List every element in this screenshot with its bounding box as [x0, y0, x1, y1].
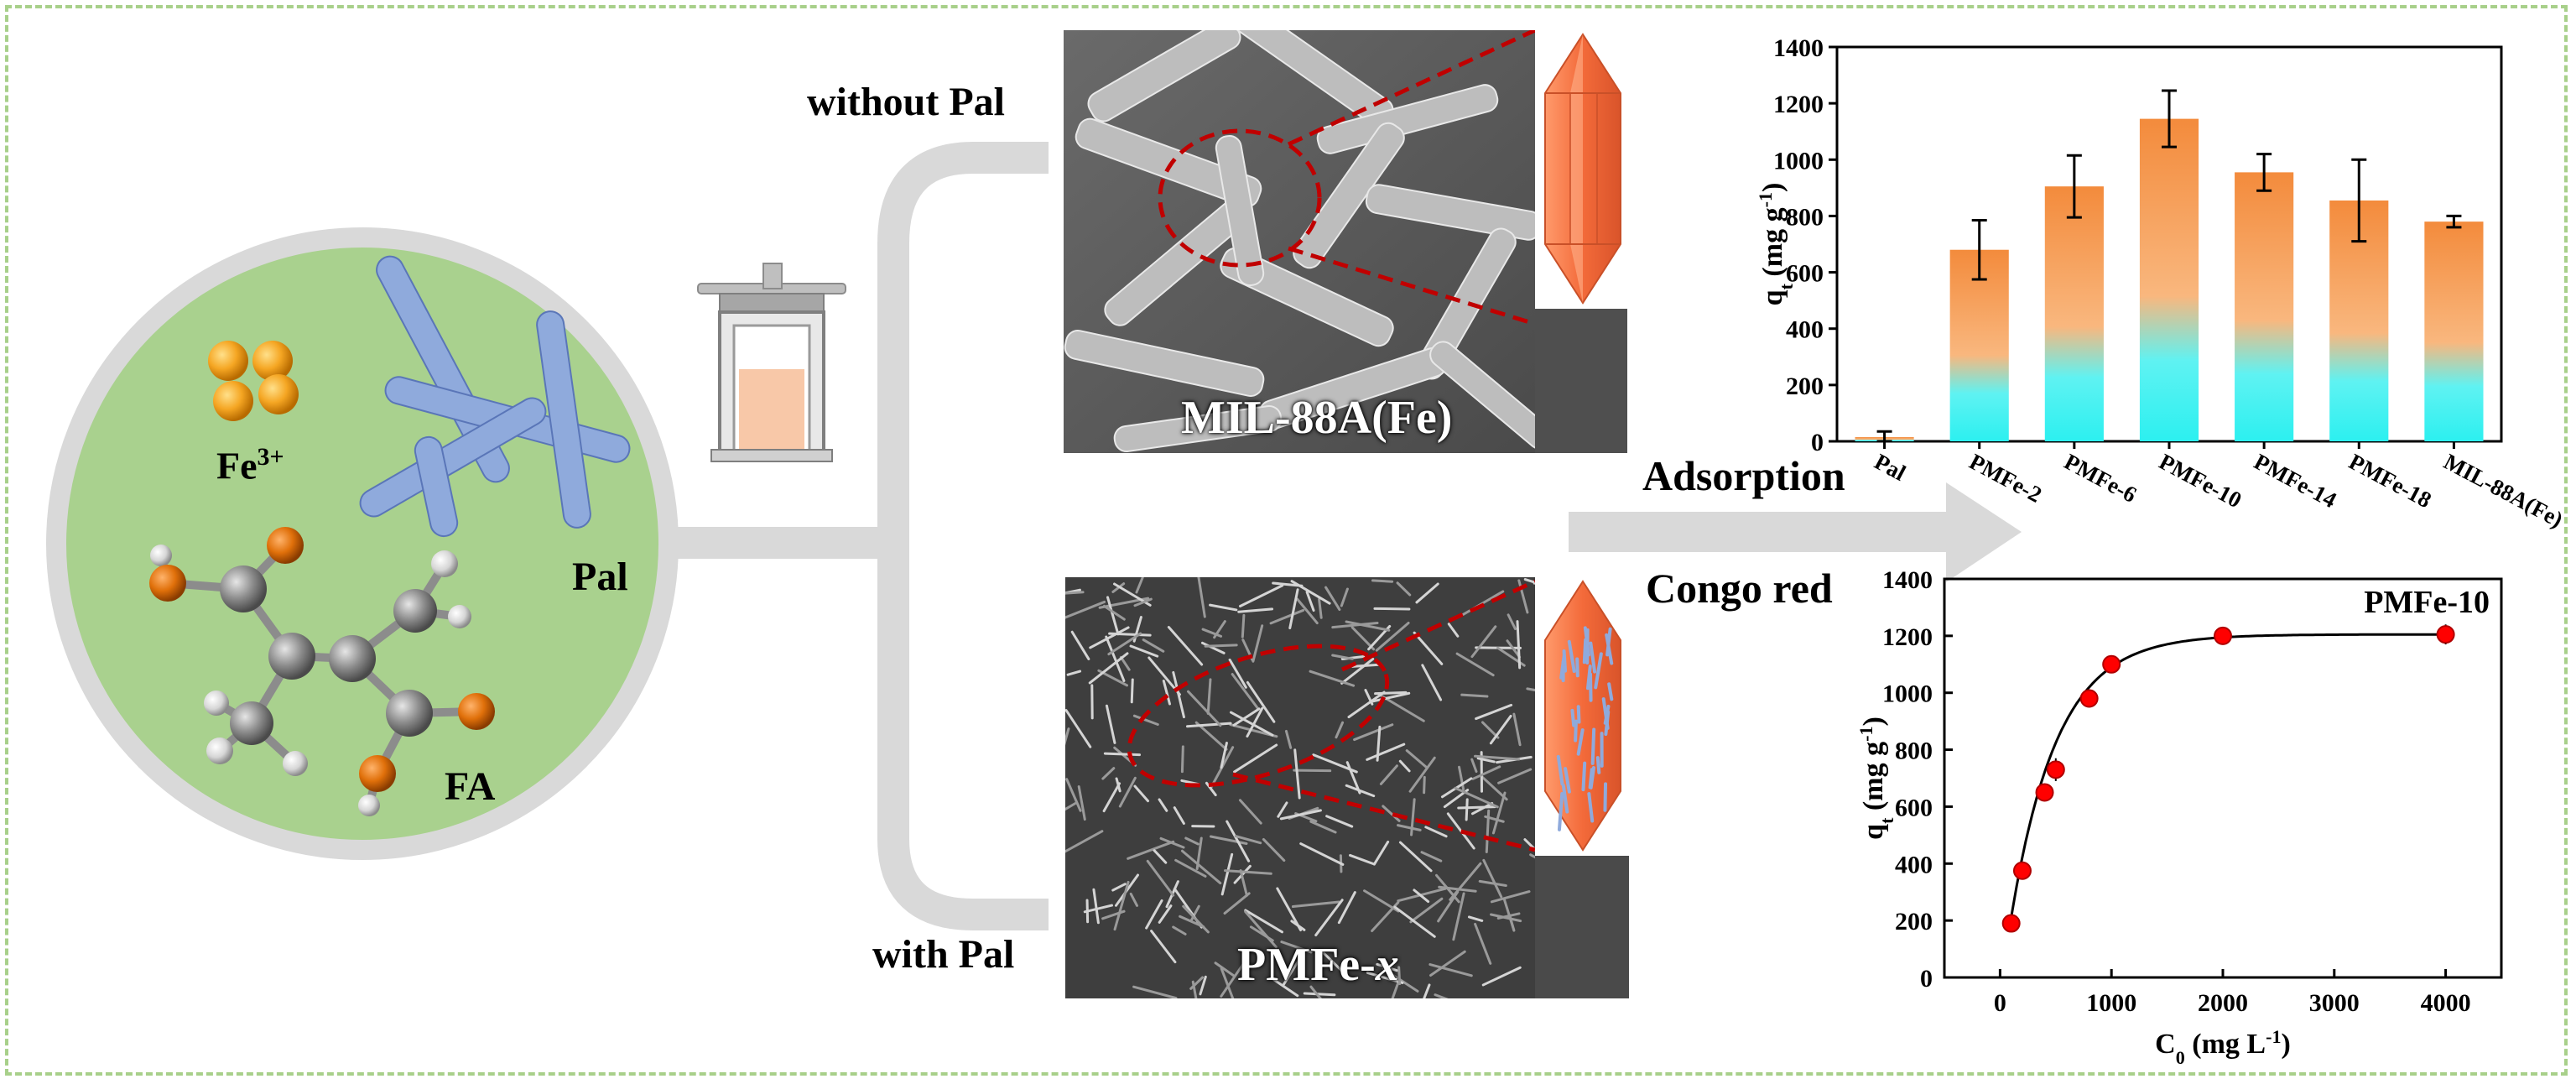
dashed-frame — [5, 5, 2568, 1076]
bar-ytick-label: 1400 — [1773, 34, 1824, 62]
sem-label-pmfe-italic: x — [1375, 939, 1399, 991]
bar-category-label: MIL-88A(Fe) — [2440, 449, 2568, 533]
isotherm-point — [2046, 760, 2065, 779]
isotherm-xtick-label: 0 — [1994, 989, 2006, 1017]
isotherm-ytick-label: 400 — [1895, 851, 1933, 878]
isotherm-xtick-label: 2000 — [2198, 989, 2248, 1017]
bracket-arrow — [877, 142, 1049, 930]
isotherm-annotation: PMFe-10 — [2364, 585, 2490, 620]
adsorption-arrow — [1569, 482, 2022, 582]
bar-ytick-label: 800 — [1786, 203, 1824, 231]
isotherm-xtick-label: 4000 — [2421, 989, 2471, 1017]
bar — [2424, 221, 2484, 441]
isotherm-ytick-label: 200 — [1895, 908, 1933, 935]
bar-category-label: PMFe-18 — [2344, 449, 2435, 513]
isotherm-point — [2035, 783, 2054, 802]
bar — [1949, 249, 2009, 441]
isotherm-point — [2102, 654, 2121, 674]
autoclave-icon — [697, 263, 846, 462]
bar-category-label: PMFe-14 — [2250, 449, 2340, 513]
sem-image-mil88a-edge — [1535, 309, 1627, 453]
bar-ylabel: qt (mg g-1) — [1755, 183, 1797, 306]
label-fe-text: Fe — [216, 444, 258, 487]
bar-category-label: PMFe-6 — [2060, 449, 2141, 508]
isotherm-ylabel: qt (mg g-1) — [1855, 717, 1897, 840]
bar-ytick-label: 400 — [1786, 316, 1824, 344]
isotherm-point — [2436, 625, 2455, 644]
isotherm-ytick-label: 1400 — [1882, 566, 1933, 594]
bar-category-label: Pal — [1871, 449, 1911, 486]
bar-ytick-label: 200 — [1786, 373, 1824, 400]
isotherm-xtick-label: 3000 — [2309, 989, 2360, 1017]
crystal-icon — [1544, 33, 1621, 305]
bar — [2139, 118, 2199, 441]
isotherm-point — [2079, 689, 2099, 708]
isotherm-ytick-label: 1200 — [1882, 623, 1933, 651]
label-pal: Pal — [572, 555, 628, 599]
isotherm-ytick-label: 1000 — [1882, 680, 1933, 708]
pal-rods — [359, 255, 631, 538]
label-fe-ion: Fe3+ — [216, 443, 284, 487]
fumaric-acid-molecule — [149, 527, 495, 816]
isotherm-ytick-label: 0 — [1920, 965, 1933, 993]
sem-label-pmfe: PMFe-x — [1237, 938, 1399, 992]
sem-image-pmfe-extension — [1535, 856, 1629, 998]
crystal-with-pal-icon — [1544, 580, 1621, 852]
isotherm-ytick-label: 600 — [1895, 794, 1933, 821]
isotherm-point — [2214, 626, 2232, 645]
bar-category-label: PMFe-10 — [2155, 449, 2246, 513]
label-with-pal: with Pal — [872, 932, 1015, 977]
sem-image-pmfe: PMFe-x — [1065, 577, 1535, 998]
bar-ytick-label: 1200 — [1773, 91, 1824, 118]
bar — [2044, 186, 2104, 441]
isotherm-xlabel: C0 (mg L-1) — [2155, 1026, 2291, 1068]
isotherm-xtick-label: 1000 — [2086, 989, 2136, 1017]
bar-ytick-label: 0 — [1811, 429, 1824, 456]
label-fa: FA — [445, 764, 496, 809]
label-fe-charge: 3+ — [257, 443, 284, 471]
bar-category-label: PMFe-2 — [1965, 449, 2046, 508]
fe-ion-spheres — [208, 341, 299, 421]
sem-label-pmfe-prefix: PMFe- — [1237, 939, 1376, 991]
connector-bar — [667, 527, 893, 559]
label-congo-red: Congo red — [1646, 565, 1833, 612]
isotherm-point — [2001, 914, 2021, 933]
isotherm-fit-curve — [2008, 633, 2445, 925]
isotherm-point — [2012, 861, 2032, 880]
label-adsorption: Adsorption — [1642, 452, 1845, 499]
isotherm-ytick-label: 800 — [1895, 737, 1933, 765]
bar — [2235, 172, 2294, 441]
bar-ytick-label: 600 — [1786, 260, 1824, 288]
bar-ytick-label: 1000 — [1773, 147, 1824, 175]
sem-image-mil88a: MIL-88A(Fe) — [1064, 30, 1535, 453]
isotherm-chart: 0 200 400 600 800 1000 1200 1400 0 1000 2000 3000 40… — [1855, 566, 2503, 1068]
sem-label-mil88a: MIL-88A(Fe) — [1181, 392, 1453, 444]
label-without-pal: without Pal — [807, 80, 1006, 124]
